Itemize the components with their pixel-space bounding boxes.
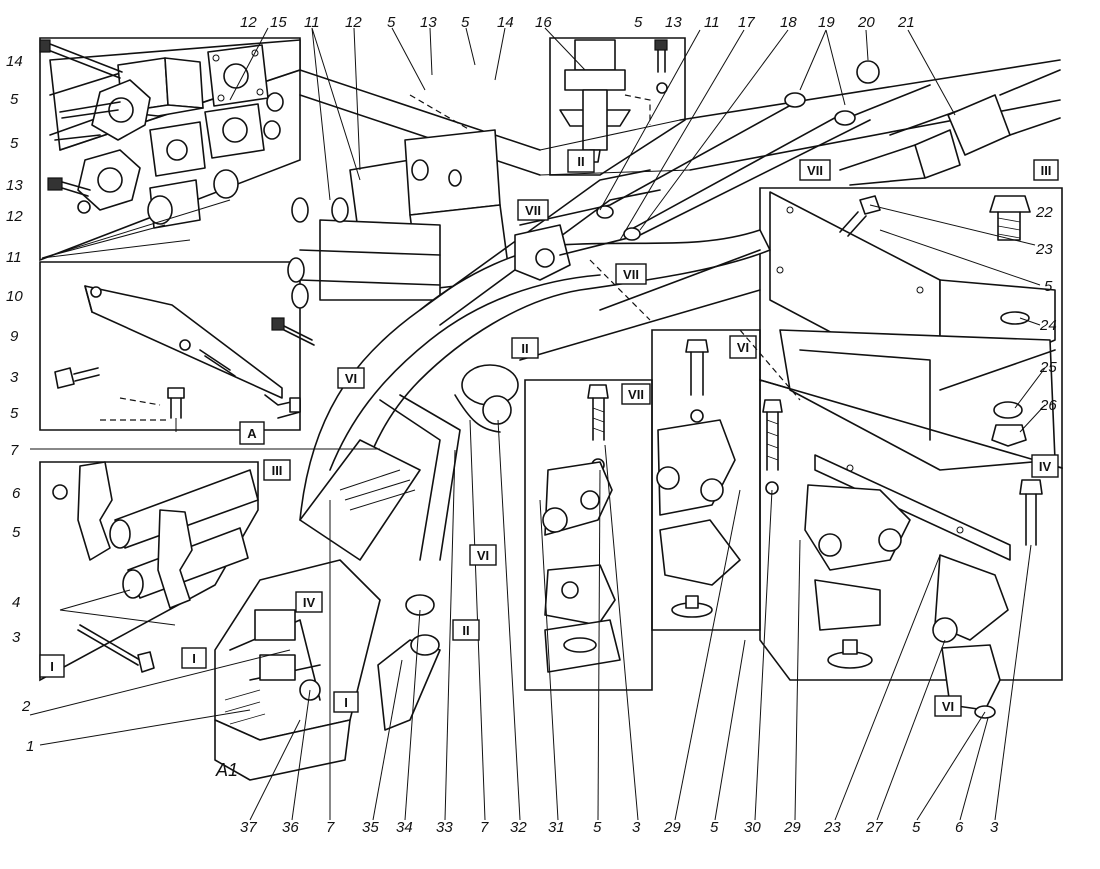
callout-5d: 5	[10, 91, 19, 108]
callout-14a: 14	[497, 14, 514, 31]
callout-5h: 5	[1044, 278, 1053, 295]
panel-vii	[524, 379, 653, 691]
callout-2: 2	[21, 698, 31, 715]
panel-label-a: A	[247, 426, 257, 441]
callout-11b: 11	[704, 14, 720, 31]
callout-12b: 12	[345, 14, 362, 31]
callout-25: 25	[1039, 359, 1057, 376]
callout-30: 30	[744, 819, 761, 836]
leader-lines	[29, 27, 1046, 821]
callout-13a: 13	[420, 14, 437, 31]
main-assembly	[214, 59, 1061, 781]
callout-12c: 12	[6, 208, 23, 225]
tag-i-1: I	[192, 651, 196, 666]
callout-27: 27	[865, 819, 883, 836]
callout-26: 26	[1039, 397, 1057, 414]
tag-ii-1: II	[521, 341, 528, 356]
callout-35: 35	[362, 819, 379, 836]
callout-23a: 23	[1035, 241, 1053, 258]
callout-10: 10	[6, 288, 23, 305]
panel-label-iv: IV	[1039, 459, 1052, 474]
callout-3c: 3	[632, 819, 641, 836]
tag-vi-2: VI	[477, 548, 489, 563]
tag-vii-3: VII	[623, 267, 639, 282]
callout-13c: 13	[6, 177, 23, 194]
callout-6a: 6	[12, 485, 21, 502]
callout-5k: 5	[912, 819, 921, 836]
tag-vi-1: VI	[345, 371, 357, 386]
callout-5i: 5	[593, 819, 602, 836]
tag-vii-2: VII	[525, 203, 541, 218]
tag-ii-2: II	[462, 623, 469, 638]
callout-36: 36	[282, 819, 299, 836]
panel-label-ii: II	[577, 154, 584, 169]
callout-14b: 14	[6, 53, 23, 70]
tag-vii-1: VII	[807, 163, 823, 178]
callout-29b: 29	[783, 819, 801, 836]
callout-9: 9	[10, 328, 19, 345]
callout-6b: 6	[955, 819, 964, 836]
callout-23b: 23	[823, 819, 841, 836]
callout-5j: 5	[710, 819, 719, 836]
callout-31: 31	[548, 819, 565, 836]
roman-tags	[181, 159, 831, 713]
tag-iv-1: IV	[303, 595, 316, 610]
callout-5f: 5	[10, 405, 19, 422]
callout-21: 21	[897, 14, 915, 31]
callout-32: 32	[510, 819, 527, 836]
callout-34: 34	[396, 819, 413, 836]
callout-29a: 29	[663, 819, 681, 836]
callout-3a: 3	[10, 369, 19, 386]
callout-7c: 7	[480, 819, 489, 836]
tag-i-2: I	[344, 695, 348, 710]
tag-vi-3: VI	[942, 699, 954, 714]
panel-iv	[759, 378, 1063, 719]
callout-12: 12	[240, 14, 257, 31]
callout-5g: 5	[12, 524, 21, 541]
panel-label-i: I	[50, 659, 54, 674]
panel-label-vi: VI	[737, 340, 749, 355]
callout-11c: 11	[6, 249, 22, 266]
callout-7b: 7	[326, 819, 335, 836]
callout-5e: 5	[10, 135, 19, 152]
callout-24: 24	[1039, 317, 1057, 334]
mark-a1: A1	[215, 760, 238, 780]
callout-16: 16	[535, 14, 552, 31]
callout-13b: 13	[665, 14, 682, 31]
callout-20: 20	[857, 14, 875, 31]
callout-labels: A I II III IV VI VII VII VII VII VI II I…	[6, 14, 1057, 836]
callout-5a: 5	[387, 14, 396, 31]
panel-i	[39, 461, 259, 682]
panel-a	[39, 37, 301, 445]
callout-5c: 5	[634, 14, 643, 31]
callout-37: 37	[240, 819, 257, 836]
callout-22: 22	[1035, 204, 1053, 221]
callout-18: 18	[780, 14, 797, 31]
callout-19: 19	[818, 14, 835, 31]
callout-33: 33	[436, 819, 453, 836]
callout-3d: 3	[990, 819, 999, 836]
callout-11: 11	[304, 14, 320, 31]
callout-4: 4	[12, 594, 20, 611]
tag-iii-1: III	[272, 463, 283, 478]
panel-label-iii: III	[1041, 163, 1052, 178]
panel-vi	[651, 329, 761, 631]
callout-3b: 3	[12, 629, 21, 646]
panel-ii	[549, 37, 686, 176]
callout-1: 1	[26, 738, 34, 755]
callout-15: 15	[270, 14, 287, 31]
callout-5b: 5	[461, 14, 470, 31]
panel-iii	[759, 159, 1063, 471]
panel-label-vii: VII	[628, 387, 644, 402]
callout-17: 17	[738, 14, 755, 31]
callout-7a: 7	[10, 442, 19, 459]
